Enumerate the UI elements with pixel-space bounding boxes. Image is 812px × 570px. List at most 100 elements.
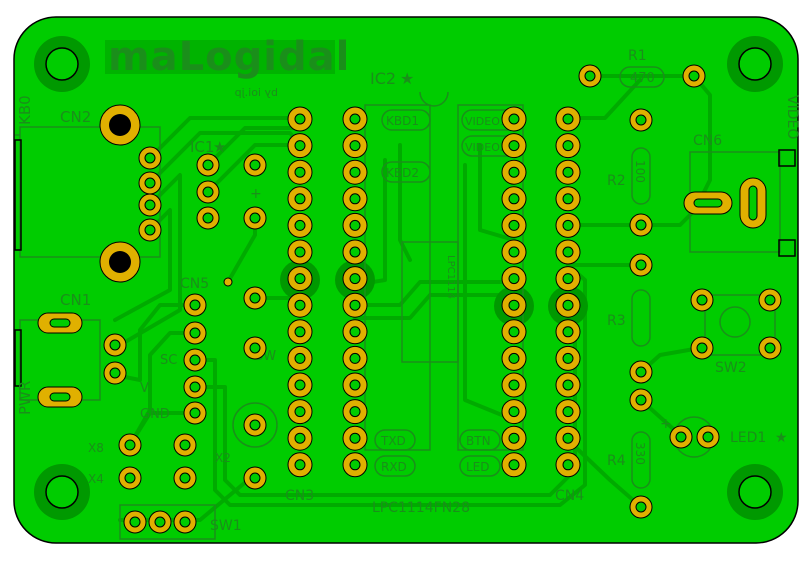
pad-drill [144,152,156,164]
label-cn6: CN6 [693,133,722,149]
pad-drill [349,326,361,338]
pad-drill [179,439,191,451]
label-led1-star: ★ [775,430,788,446]
pad-drill [202,159,214,171]
label-sck: SC [160,353,177,368]
label-kbd2: KBD2 [386,166,419,180]
pad-drill [349,379,361,391]
pad-drill [764,342,776,354]
pad-drill [635,114,647,126]
pad-drill [508,193,520,205]
pad-drill [508,459,520,471]
label-ic1-star: ★ [213,138,226,156]
pad-drill [675,431,687,443]
pad-drill [189,381,201,393]
label-btn: BTN [466,434,491,448]
pad-drill [294,459,306,471]
label-video2: VIDEO2 [465,141,507,154]
pad-drill [764,294,776,306]
mounting-holes [34,36,783,520]
pad-drill [294,193,306,205]
pad-drill [249,472,261,484]
label-r4-value: 330 [633,442,647,465]
pad-drill [189,327,201,339]
pad-drill [349,459,361,471]
pad-drill [109,367,121,379]
pad-drill [508,273,520,285]
pad-drill [349,219,361,231]
pad-drill [349,273,361,285]
pad-drill [249,159,261,171]
label-ic2: IC2 [370,69,396,88]
pad-drill [349,113,361,125]
pad-drill [189,407,201,419]
pad-drill [702,431,714,443]
pad-drill [144,177,156,189]
pad-drill [124,439,136,451]
pad-drill [294,113,306,125]
pad-drill [508,246,520,258]
pad-drill [249,419,261,431]
pad-drill [508,219,520,231]
pad-drill [688,70,700,82]
label-r4: R4 [607,453,626,469]
label-vcc: V [140,381,149,396]
pad-drill [294,140,306,152]
label-gnd: GND [140,407,170,422]
label-r3: R3 [607,313,626,329]
pad-drill [584,70,596,82]
pad-drill [349,140,361,152]
pad-drill [562,406,574,418]
pad-drill [562,379,574,391]
pad-drill [294,326,306,338]
pad-drill [508,113,520,125]
pad-drill [562,326,574,338]
pad-drill [508,326,520,338]
pad-drill [249,342,261,354]
label-r1-value: 470 [630,71,655,86]
pad-drill [562,113,574,125]
label-rxd: RXD [381,460,407,474]
label-cn2: CN2 [60,108,91,126]
pad-drill [635,501,647,513]
pad-drill [294,379,306,391]
label-x8: X8 [88,441,104,455]
pad-drill [189,299,201,311]
label-video: VIDEO [784,95,800,139]
pad-drill [508,379,520,391]
logo-subtitle: by ioi.jp [235,86,278,99]
pad-drill [124,472,136,484]
pad-drill [635,394,647,406]
label-cn3: CN3 [285,488,314,504]
pad-drill [635,219,647,231]
pad-drill [562,299,574,311]
pad-drill [294,166,306,178]
pad-drill [349,432,361,444]
pad-drill [349,166,361,178]
pad-drill [294,406,306,418]
label-r1: R1 [628,48,647,64]
label-led: LED [466,460,490,474]
pad-drill [635,366,647,378]
label-chip-vertical: LPC1114 [445,255,456,299]
label-cn4: CN4 [555,488,584,504]
pad-drill [294,299,306,311]
silkscreen-labels: IC2 ★ IC1 ★ KB0 CN2 CN1 PWR CN5 CN3 CN4 … [16,48,800,534]
pad-drill [202,186,214,198]
label-x4: X4 [88,472,104,486]
pad-drill [508,166,520,178]
pad-drill [294,352,306,364]
cn2-mount-holes [99,104,141,283]
pad-drill [562,166,574,178]
pad-drill [294,273,306,285]
pad-drill [508,140,520,152]
oval-pads [37,177,767,408]
pad-drill [294,246,306,258]
pad-drill [189,354,201,366]
pad-drill [508,352,520,364]
label-r2-value: 100 [633,160,647,183]
label-ic1: IC1 [190,138,214,156]
label-txd: TXD [380,434,406,448]
pad-drill [349,406,361,418]
